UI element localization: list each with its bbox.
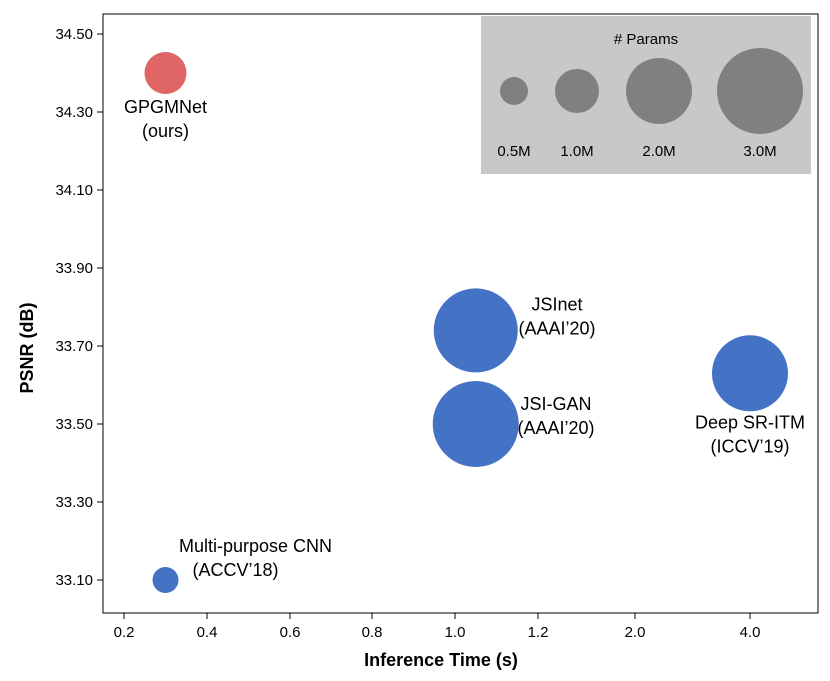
y-tick-label: 34.50 (55, 26, 93, 43)
data-point-label: Multi-purpose CNN (179, 536, 332, 556)
x-tick-label: 1.2 (528, 624, 549, 641)
legend-bubble (717, 48, 803, 134)
data-point-label: JSInet (531, 294, 582, 314)
data-point-label: JSI-GAN (520, 394, 591, 414)
data-points: GPGMNet (ours) JSInet (AAAI’20) JSI-GAN (AAAI… (124, 52, 805, 593)
x-tick-label: 0.6 (280, 624, 301, 641)
data-point-bubble (433, 288, 518, 373)
data-point-label: (ours) (142, 121, 189, 141)
legend-title: # Params (614, 31, 678, 48)
y-axis: 34.50 34.30 34.10 33.90 33.70 33.50 33.30 33.10 (55, 26, 103, 589)
data-point-label: (ACCV’18) (192, 560, 278, 580)
data-point-bubble (712, 335, 788, 412)
data-point-label: (AAAI’20) (518, 318, 595, 338)
y-tick-label: 33.70 (55, 338, 93, 355)
x-tick-label: 0.4 (197, 624, 218, 641)
x-tick-label: 2.0 (625, 624, 646, 641)
data-point-bubble (432, 381, 519, 467)
y-tick-label: 33.90 (55, 260, 93, 277)
y-tick-label: 34.10 (55, 182, 93, 199)
data-point-bubble (144, 52, 187, 94)
x-tick-label: 1.0 (445, 624, 466, 641)
x-tick-label: 0.2 (114, 624, 135, 641)
x-axis-label: Inference Time (s) (364, 650, 518, 670)
data-point-bubble (152, 567, 179, 593)
legend-item-label: 2.0M (642, 143, 675, 160)
legend-bubble (500, 77, 528, 105)
legend-bubble (555, 69, 599, 113)
y-tick-label: 33.10 (55, 572, 93, 589)
data-point-label: (ICCV’19) (710, 436, 789, 456)
y-tick-label: 33.50 (55, 416, 93, 433)
legend: # Params 0.5M 1.0M 2.0M 3.0M (481, 16, 811, 174)
x-tick-label: 0.8 (362, 624, 383, 641)
data-point-label: GPGMNet (124, 97, 207, 117)
legend-bubble (626, 58, 692, 124)
y-axis-label: PSNR (dB) (17, 303, 37, 394)
y-tick-label: 34.30 (55, 104, 93, 121)
legend-item-label: 1.0M (560, 143, 593, 160)
legend-item-label: 3.0M (743, 143, 776, 160)
x-tick-label: 4.0 (740, 624, 761, 641)
legend-item-label: 0.5M (497, 143, 530, 160)
x-axis: 0.2 0.4 0.6 0.8 1.0 1.2 2.0 4.0 (114, 613, 761, 641)
data-point-label: (AAAI’20) (517, 418, 594, 438)
data-point-label: Deep SR-ITM (695, 412, 805, 432)
y-tick-label: 33.30 (55, 494, 93, 511)
